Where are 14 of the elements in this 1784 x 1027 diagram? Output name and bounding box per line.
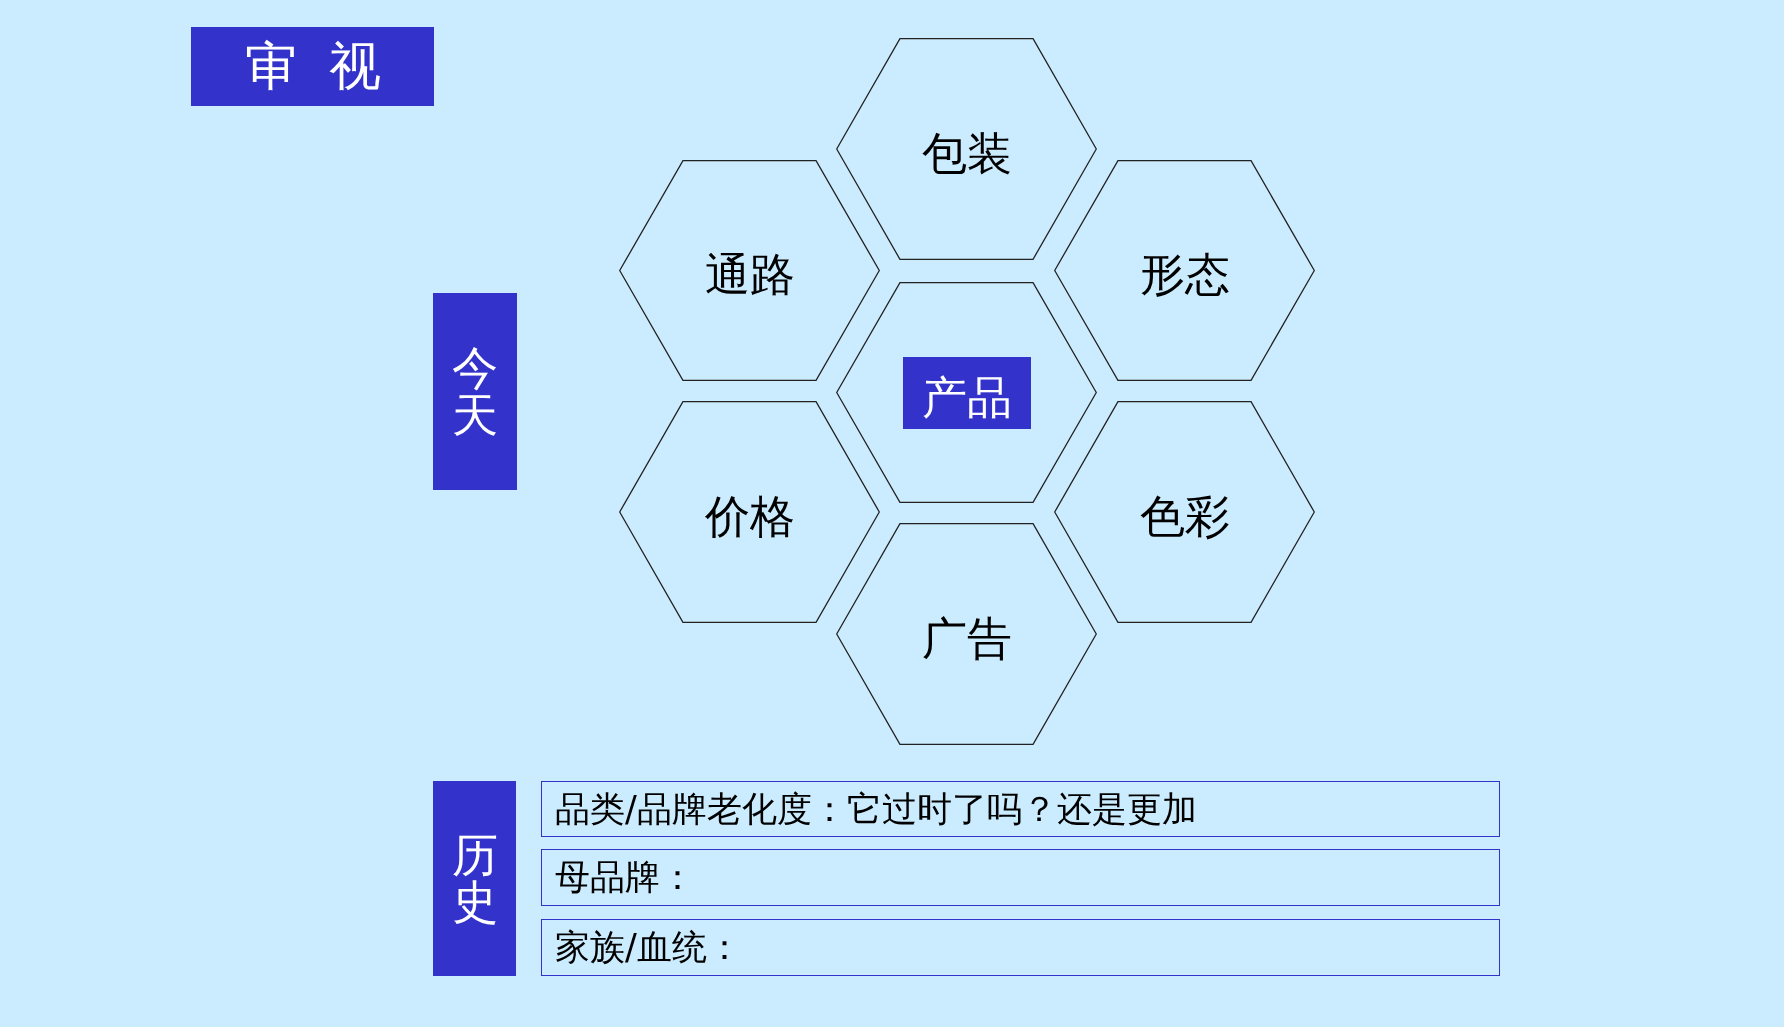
hexagon: 价格: [619, 401, 880, 623]
text-box: 家族/血统：: [541, 919, 1500, 976]
hexagon: 包装: [836, 38, 1097, 260]
side-banner: 今天: [433, 293, 517, 490]
hexagon: 通路: [619, 160, 880, 381]
text-box: 品类/品牌老化度：它过时了吗？还是更加: [541, 781, 1500, 837]
hexagon: [836, 282, 1097, 503]
hexagon: 形态: [1054, 160, 1315, 381]
text-box: 母品牌：: [541, 849, 1500, 906]
title-banner: 审视: [191, 27, 434, 106]
hexagon: 色彩: [1054, 401, 1315, 623]
side-banner: 历史: [433, 781, 516, 976]
label-box: 产品: [903, 357, 1031, 429]
hexagon: 广告: [836, 523, 1097, 745]
